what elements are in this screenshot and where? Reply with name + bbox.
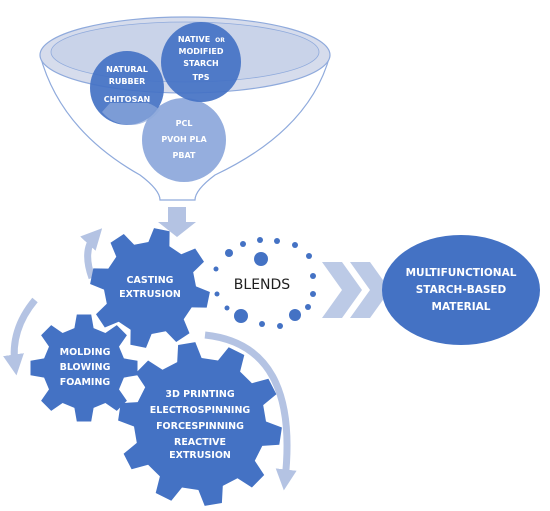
result-line1: MULTIFUNCTIONAL <box>406 267 517 279</box>
cycle-arrow-top <box>80 228 103 280</box>
down-arrow <box>158 207 196 237</box>
result-line2: STARCH-BASED <box>416 284 507 296</box>
circle-overlap <box>102 103 160 126</box>
label-pbat: PBAT <box>173 151 197 160</box>
blend-dot <box>310 273 316 279</box>
blend-dot <box>310 291 316 297</box>
label-molding: MOLDING <box>60 347 111 358</box>
blends-label: BLENDS <box>234 277 291 293</box>
label-modified: MODIFIED <box>179 47 224 56</box>
gear-printing-shape <box>118 342 282 506</box>
gear-molding-shape <box>30 314 138 422</box>
label-foaming: FOAMING <box>60 377 111 388</box>
blend-dot <box>292 242 298 248</box>
circle-polymers <box>142 98 226 182</box>
label-native: NATIVE <box>178 35 210 44</box>
label-blowing: BLOWING <box>60 362 111 373</box>
cycle-arrow-right <box>204 331 297 491</box>
label-or: OR <box>215 37 225 44</box>
gear-printing: 3D PRINTING ELECTROSPINNING FORCESPINNIN… <box>118 342 282 506</box>
chevron-2 <box>350 262 390 318</box>
label-rubber: RUBBER <box>109 77 145 86</box>
gear-casting: CASTING EXTRUSION <box>90 228 210 348</box>
blend-dot <box>254 252 268 266</box>
blend-dot <box>214 291 220 297</box>
label-starch: STARCH <box>183 59 219 68</box>
gear-molding: MOLDING BLOWING FOAMING <box>30 314 138 422</box>
label-chitosan: CHITOSAN <box>104 95 150 104</box>
blend-dot <box>305 304 311 310</box>
chevron-1 <box>322 262 362 318</box>
blend-dot <box>213 266 219 272</box>
result-line3: MATERIAL <box>432 301 491 313</box>
blend-dot <box>274 238 280 244</box>
blend-dot <box>259 321 265 327</box>
blend-dot <box>240 241 246 247</box>
label-forcespinning: FORCESPINNING <box>156 421 244 432</box>
cycle-arrow-left <box>3 297 38 376</box>
blend-dot <box>306 253 312 259</box>
label-3d-printing: 3D PRINTING <box>165 389 235 400</box>
label-electrospinning: ELECTROSPINNING <box>150 405 251 416</box>
circle-starch <box>161 22 241 102</box>
blend-dot <box>277 323 283 329</box>
funnel: NATURAL RUBBER CHITOSAN NATIVE OR MODIFI… <box>39 16 331 201</box>
label-pvoh-pla: PVOH PLA <box>161 135 207 144</box>
blend-dot <box>224 305 230 311</box>
label-tps: TPS <box>192 73 209 82</box>
result-ellipse <box>382 235 540 345</box>
label-pcl: PCL <box>176 119 193 128</box>
blend-dot <box>257 237 263 243</box>
label-casting: CASTING <box>127 275 174 286</box>
blend-dot <box>289 309 301 321</box>
blend-dot <box>234 309 248 323</box>
blends-dots <box>213 237 316 329</box>
label-reactive: REACTIVE <box>174 437 226 448</box>
label-extrusion: EXTRUSION <box>119 289 181 300</box>
label-reactive-extrusion: EXTRUSION <box>169 450 231 461</box>
blend-dot <box>225 249 233 257</box>
gear-casting-shape <box>90 228 210 348</box>
label-natural: NATURAL <box>106 65 148 74</box>
